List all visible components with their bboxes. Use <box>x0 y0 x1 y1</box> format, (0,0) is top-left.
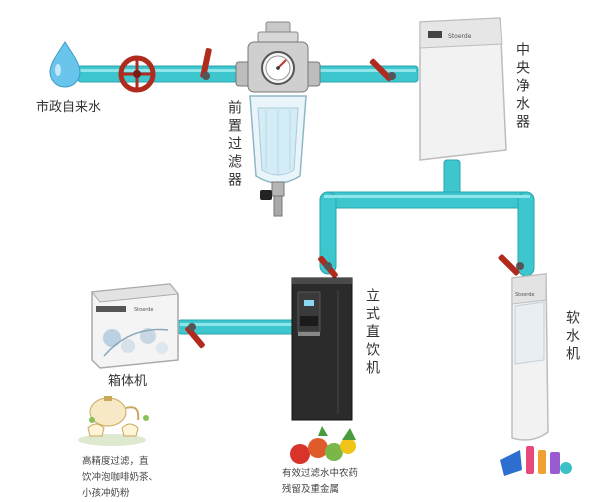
fruit-vegetable-icon <box>290 426 356 464</box>
ball-valve-handle-icon[interactable] <box>498 254 524 277</box>
central-purifier: Stoerde <box>419 17 507 161</box>
cabinet-logo: Stoerde <box>134 307 154 313</box>
tap-water-label: 市政自来水 <box>36 100 102 115</box>
standing-water-dispenser <box>291 277 353 421</box>
cabinet-caption: 高精度过滤，直 饮冲泡咖啡奶茶、 小孩冲奶粉 <box>82 454 182 502</box>
standing-dispenser-label: 立式直饮机 <box>364 288 380 378</box>
cabinet-caption-line: 小孩冲奶粉 <box>82 488 130 499</box>
pipe-distribution <box>319 191 535 209</box>
ball-valve-handle-icon[interactable] <box>317 255 338 279</box>
cabinet-caption-line: 饮冲泡咖啡奶茶、 <box>82 472 159 483</box>
dispenser-caption-line: 残留及重金属 <box>282 484 340 495</box>
pre-filter-label: 前置过滤器 <box>226 100 242 190</box>
water-softener-label: 软水机 <box>564 310 580 364</box>
gate-valve-wheel-icon[interactable] <box>118 55 156 93</box>
water-drop-icon <box>49 41 81 88</box>
cabinet-unit-label: 箱体机 <box>108 374 148 389</box>
ball-valve-handle-icon[interactable] <box>200 48 212 80</box>
tea-set-icon <box>78 396 149 446</box>
pipe-branch-dispenser <box>319 191 337 275</box>
pipe-main-right <box>317 65 419 83</box>
cabinet-caption-line: 高精度过滤，直 <box>82 456 149 467</box>
central-purifier-label: 中央净水器 <box>514 42 530 132</box>
pipe-main-left <box>77 65 241 83</box>
central-purifier-logo: Stoerde <box>448 33 472 40</box>
ball-valve-handle-icon[interactable] <box>369 58 396 82</box>
cabinet-purifier: Stoerde <box>91 283 179 369</box>
pressure-gauge-icon <box>261 51 295 85</box>
ball-valve-handle-icon[interactable] <box>184 323 205 349</box>
pre-filter <box>235 21 321 217</box>
household-appliances-icon <box>500 446 572 476</box>
softener-logo: Stoerde <box>515 292 535 298</box>
dispenser-caption: 有效过滤水中农药 残留及重金属 <box>282 466 392 498</box>
water-softener: Stoerde <box>511 273 549 441</box>
dispenser-caption-line: 有效过滤水中农药 <box>282 468 359 479</box>
